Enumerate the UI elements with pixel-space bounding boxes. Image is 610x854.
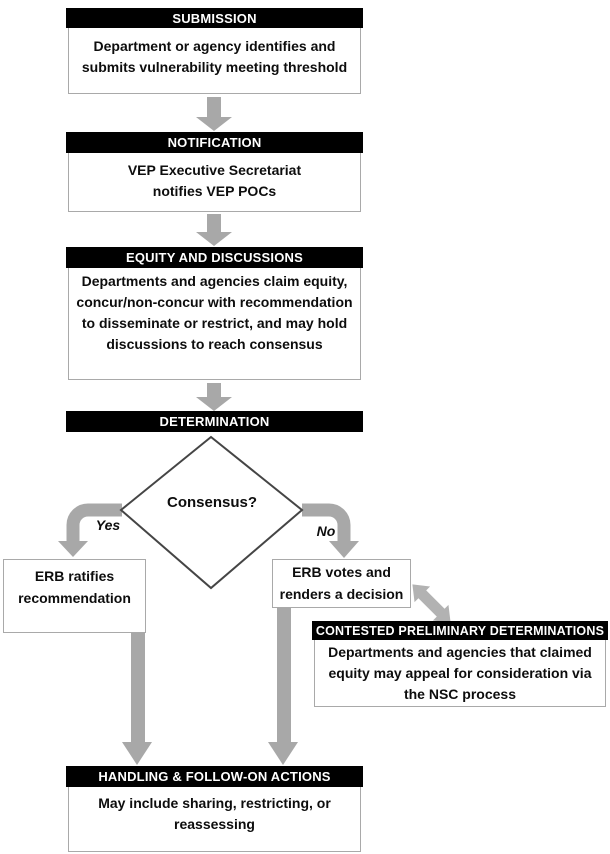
submission-box: SUBMISSION Department or agency identifi… <box>66 8 363 94</box>
yes-branch-arrow <box>66 503 122 541</box>
handling-followon-body-text: May include sharing, restricting, or rea… <box>68 787 361 852</box>
left-stem-arrow <box>131 632 145 742</box>
left-stem-arrowhead-icon <box>122 742 152 765</box>
equity-discussions-header: EQUITY AND DISCUSSIONS <box>66 247 363 268</box>
arrow-down-icon <box>196 383 232 411</box>
equity-discussions-box: EQUITY AND DISCUSSIONS Departments and a… <box>66 247 363 380</box>
appeal-double-arrow-icon <box>412 584 451 623</box>
erb-ratifies-box: ERB ratifies recommendation <box>3 559 146 633</box>
no-branch-arrowhead-icon <box>329 541 359 558</box>
submission-body-text: Department or agency identifies and subm… <box>68 28 361 94</box>
consensus-diamond-shape <box>119 435 304 590</box>
consensus-question-label: Consensus? <box>166 494 257 511</box>
notification-body-text: VEP Executive Secretariat notifies VEP P… <box>68 153 361 212</box>
no-branch-label: No <box>316 523 336 539</box>
notification-header: NOTIFICATION <box>66 132 363 153</box>
handling-followon-header: HANDLING & FOLLOW-ON ACTIONS <box>66 766 363 787</box>
yes-branch-arrowhead-icon <box>58 541 88 557</box>
no-branch-arrow <box>302 503 351 541</box>
erb-votes-box: ERB votes and renders a decision <box>272 559 411 608</box>
yes-branch-label: Yes <box>95 517 121 533</box>
arrow-down-icon <box>196 214 232 246</box>
contested-determinations-box: CONTESTED PRELIMINARY DETERMINATIONS Dep… <box>312 621 608 707</box>
contested-determinations-body-text: Departments and agencies that claimed eq… <box>314 640 606 707</box>
determination-header: DETERMINATION <box>66 411 363 432</box>
right-stem-arrowhead-icon <box>268 742 298 765</box>
equity-discussions-body-text: Departments and agencies claim equity, c… <box>68 268 361 380</box>
arrow-down-icon <box>196 97 232 131</box>
notification-box: NOTIFICATION VEP Executive Secretariat n… <box>66 132 363 212</box>
contested-determinations-header: CONTESTED PRELIMINARY DETERMINATIONS <box>312 621 608 640</box>
determination-box: DETERMINATION <box>66 411 363 432</box>
submission-header: SUBMISSION <box>66 8 363 28</box>
handling-followon-box: HANDLING & FOLLOW-ON ACTIONS May include… <box>66 766 363 852</box>
right-stem-arrow <box>277 607 291 742</box>
